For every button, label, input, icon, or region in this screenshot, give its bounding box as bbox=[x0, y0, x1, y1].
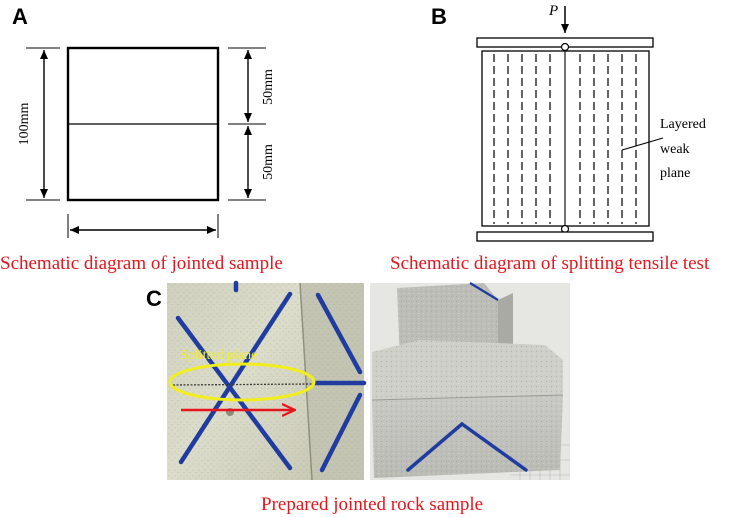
panel-a-diagram: 100mm 50mm 50mm bbox=[17, 46, 276, 238]
lower-length-label: 50mm bbox=[261, 144, 276, 180]
upper-length-label: 50mm bbox=[261, 69, 276, 105]
marker-lines-left bbox=[175, 280, 367, 473]
load-label: P bbox=[548, 3, 558, 19]
caption-panel-c: Prepared jointed rock sample bbox=[261, 494, 484, 515]
plane-leader-line bbox=[621, 137, 664, 151]
photo-split-sample bbox=[370, 282, 570, 480]
splitted-plane-label: Splitted plane bbox=[180, 348, 257, 363]
crack-line bbox=[172, 383, 313, 386]
caption-panel-a: Schematic diagram of jointed sample bbox=[0, 253, 283, 274]
splitted-plane-ellipse bbox=[168, 362, 316, 402]
bottom-loading-plate bbox=[476, 231, 654, 242]
top-bearing-strip bbox=[560, 42, 570, 52]
plane-label-line1: Layered bbox=[660, 117, 706, 132]
marker-lines-right bbox=[406, 422, 528, 472]
panel-letter-a: A bbox=[12, 4, 28, 29]
panel-letter-b: B bbox=[431, 4, 447, 29]
caption-panel-b: Schematic diagram of splitting tensile t… bbox=[390, 253, 710, 274]
panel-b-diagram: P Layered weak plane bbox=[476, 3, 706, 242]
layered-weak-planes bbox=[493, 54, 637, 224]
panel-letter-c: C bbox=[146, 286, 162, 311]
plane-label-line2: weak bbox=[660, 142, 690, 157]
photo-jointed-sample-front: Splitted plane bbox=[167, 280, 367, 481]
plane-label-line3: plane bbox=[660, 166, 690, 181]
height-label: 100mm bbox=[17, 103, 32, 146]
